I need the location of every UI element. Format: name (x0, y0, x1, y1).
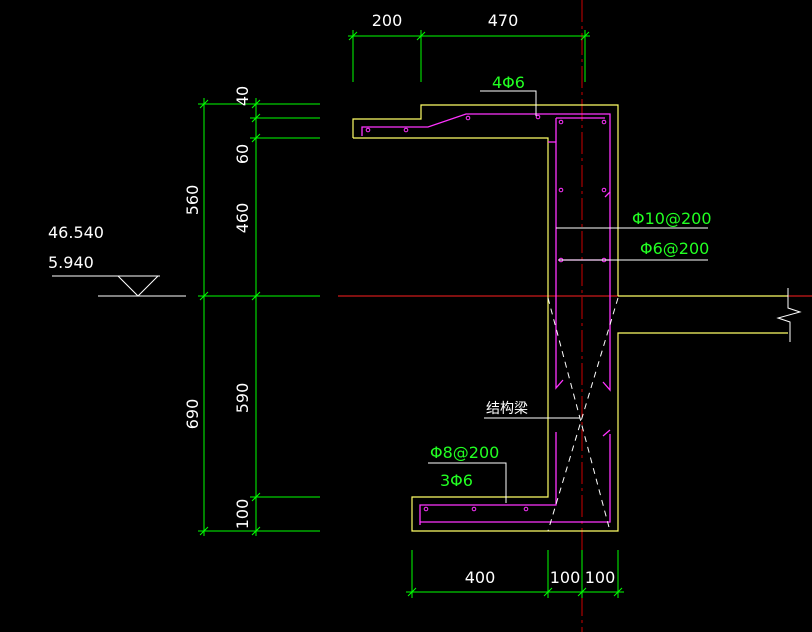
break-symbol (776, 288, 802, 342)
rebar-dot (558, 187, 564, 193)
rebar-dots (365, 114, 607, 512)
structural-beam-hidden-lines (547, 297, 619, 532)
elevation-triangle (117, 275, 159, 297)
top-dimension-chain (348, 30, 590, 82)
left-dim-40: 40 (233, 86, 252, 106)
tick (580, 31, 590, 41)
rebar-dot (403, 127, 409, 133)
bottom-rebar (420, 434, 611, 523)
left-dim-100: 100 (233, 499, 252, 530)
bottom-dim-100-right: 100 (585, 568, 616, 587)
left-dim-560: 560 (183, 185, 202, 216)
tick (251, 113, 261, 123)
rebar-dot (558, 119, 564, 125)
label-structural-beam: 结构梁 (486, 401, 528, 417)
lower-ledge-outline (411, 296, 788, 532)
upper-inner-rebar (602, 429, 611, 437)
rebar-dot (423, 506, 429, 512)
tick (577, 587, 587, 597)
tick (416, 31, 426, 41)
label-bottom-long-bars: 3Φ6 (440, 471, 473, 490)
rebar-dot (601, 119, 607, 125)
tick (251, 133, 261, 143)
left-dim-60: 60 (233, 144, 252, 164)
rebar-dot (601, 187, 607, 193)
outer-vertical-rebar (602, 192, 611, 392)
left-dim-690: 690 (183, 399, 202, 430)
top-dim-470: 470 (488, 11, 519, 30)
elevation-marker (52, 275, 186, 297)
elevation-value-1: 46.540 (48, 223, 104, 242)
label-distribution-bars: Φ6@200 (640, 239, 709, 258)
leader-bottom-bars (428, 462, 507, 503)
rebar-dot (465, 115, 471, 121)
elevation-value-2: 5.940 (48, 253, 94, 272)
tick (251, 492, 261, 502)
upper-ledge-inner (353, 137, 549, 296)
axis-lines (338, 0, 812, 632)
rebar-dot (523, 506, 529, 512)
upper-ledge-outline (352, 104, 619, 296)
bottom-dim-400: 400 (465, 568, 496, 587)
tick (348, 31, 358, 41)
rebar-dot (365, 127, 371, 133)
concrete-outline (352, 104, 788, 532)
left-dim-460: 460 (233, 203, 252, 234)
tick (407, 587, 417, 597)
rebar-leaders (428, 90, 708, 503)
left-dimension-chains (198, 98, 320, 536)
tick (251, 291, 261, 301)
rebar-dot (471, 506, 477, 512)
top-dim-200: 200 (372, 11, 403, 30)
tick (199, 291, 209, 301)
tick (251, 526, 261, 536)
label-top-bars: 4Φ6 (492, 73, 525, 92)
tick (199, 99, 209, 109)
bottom-dimension-chain (406, 550, 624, 598)
leader-top-bars (480, 90, 537, 116)
left-dim-590: 590 (233, 383, 252, 414)
tick (543, 587, 553, 597)
tick (613, 587, 623, 597)
label-bottom-bars: Φ8@200 (430, 443, 499, 462)
label-vertical-bars: Φ10@200 (632, 209, 712, 228)
tick (199, 526, 209, 536)
tick (251, 99, 261, 109)
top-rebar (361, 113, 611, 198)
rebar-dot (535, 114, 541, 120)
beam-dashed-line (547, 297, 611, 532)
bottom-dim-100-left: 100 (550, 568, 581, 587)
inner-vertical-rebar-lower (419, 432, 557, 525)
inner-vertical-rebar-upper (548, 141, 564, 390)
beam-dashed-line (547, 297, 619, 532)
